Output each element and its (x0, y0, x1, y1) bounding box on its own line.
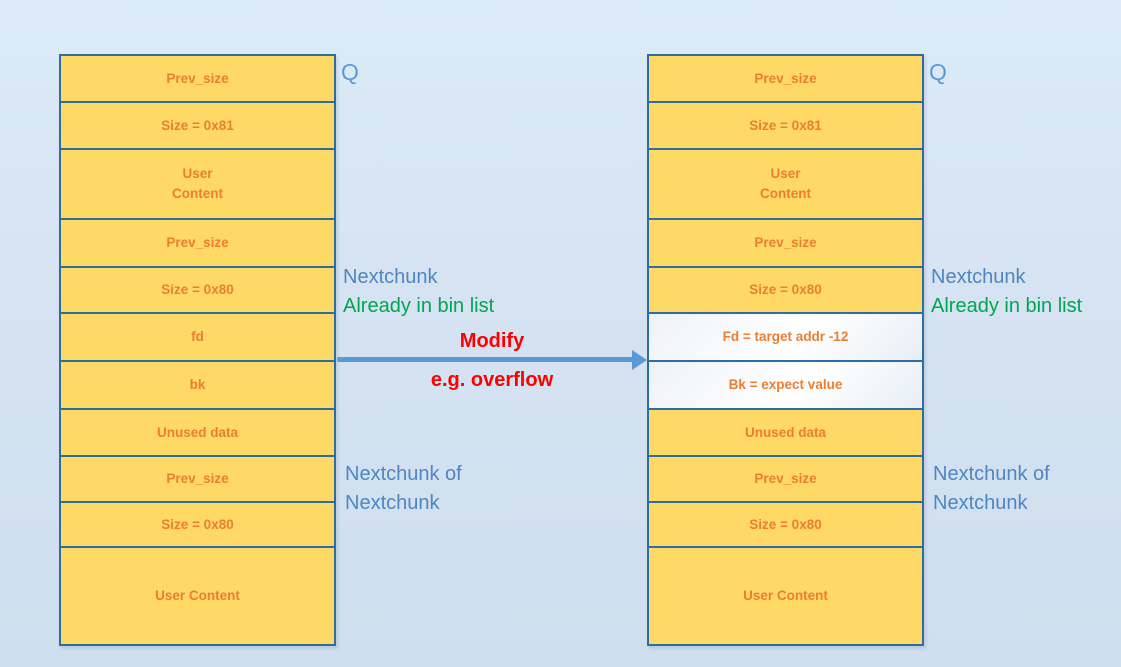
modify-arrow-line (337, 357, 634, 362)
q-label-right: Q (929, 59, 947, 85)
nextchunk-of-nextchunk-annotation-left: Nextchunk of Nextchunk (345, 460, 462, 518)
nextchunk-of-nextchunk-annotation-right: Nextchunk of Nextchunk (933, 460, 1050, 518)
nextchunk-annotation-right: Nextchunk Already in bin list (931, 263, 1082, 321)
nextchunk-of-label-line1: Nextchunk of (345, 463, 462, 485)
memory-cell: Size = 0x80 (61, 268, 334, 314)
nextchunk-label: Nextchunk (343, 266, 438, 288)
modify-label: Modify (459, 330, 525, 352)
memory-cell: Unused data (649, 410, 922, 457)
nextchunk-annotation-left: Nextchunk Already in bin list (343, 263, 494, 321)
memory-cell: User Content (61, 548, 334, 644)
memory-cell: User Content (649, 548, 922, 644)
nextchunk-of-label-line2: Nextchunk (933, 492, 1028, 514)
overflow-label: e.g. overflow (430, 369, 554, 391)
already-in-bin-list-label: Already in bin list (931, 295, 1083, 317)
memory-cell: bk (61, 362, 334, 410)
memory-cell: Prev_size (61, 56, 334, 103)
q-label-left: Q (341, 59, 359, 85)
memory-cell: User Content (649, 150, 922, 220)
memory-cell: Size = 0x80 (61, 503, 334, 548)
already-in-bin-list-label: Already in bin list (343, 295, 495, 317)
memory-cell: Fd = target addr -12 (649, 314, 922, 362)
memory-cell: Prev_size (61, 220, 334, 268)
nextchunk-of-label-line2: Nextchunk (345, 492, 440, 514)
memory-cell: Prev_size (649, 457, 922, 503)
memory-cell: Size = 0x80 (649, 268, 922, 314)
nextchunk-of-label-line1: Nextchunk of (933, 463, 1050, 485)
memory-cell: Size = 0x81 (649, 103, 922, 150)
modify-arrow-head-icon (632, 350, 647, 370)
memory-cell: Prev_size (61, 457, 334, 503)
memory-cell: Size = 0x80 (649, 503, 922, 548)
memory-cell: User Content (61, 150, 334, 220)
memory-cell: Size = 0x81 (61, 103, 334, 150)
memory-cell: Prev_size (649, 220, 922, 268)
nextchunk-label: Nextchunk (931, 266, 1026, 288)
memory-cell: Bk = expect value (649, 362, 922, 410)
memory-cell: Prev_size (649, 56, 922, 103)
memory-cell: fd (61, 314, 334, 362)
memory-cell: Unused data (61, 410, 334, 457)
